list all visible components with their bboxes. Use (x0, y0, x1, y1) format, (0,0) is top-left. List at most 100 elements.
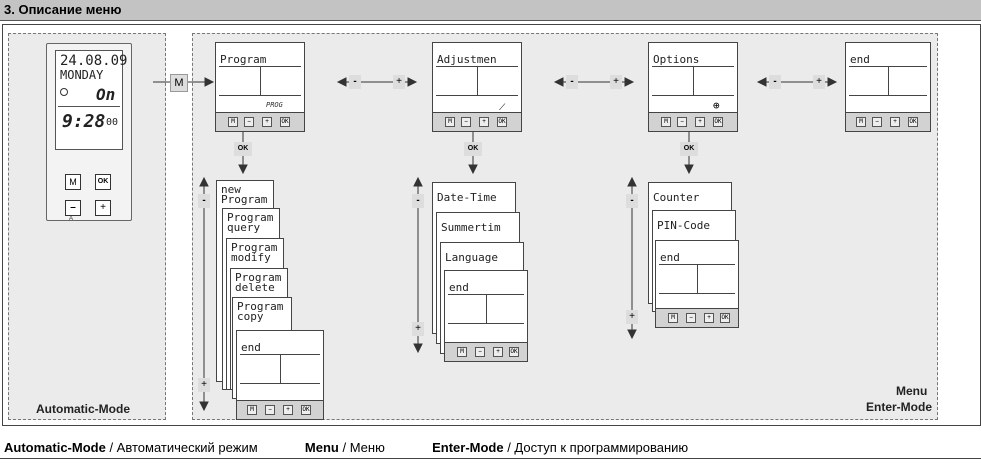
stack-item-label: Language (445, 251, 498, 264)
device-time: 9:28 (62, 111, 106, 132)
plus-side-3: + (626, 310, 638, 324)
m-key-chip: M (170, 74, 188, 92)
clock-icon (60, 88, 68, 96)
screen-rule (652, 95, 734, 96)
screen-end-title: end (850, 53, 870, 66)
legend-enter-text: / Доступ к программированию (503, 440, 689, 455)
screen-options: Options ⊕ M−+ OK (648, 42, 738, 132)
ok-key-chip-2: OK (464, 142, 482, 156)
softkey: M (661, 117, 671, 127)
stack-item-label: Program query (227, 211, 274, 234)
plus-side-2: + (412, 322, 424, 336)
program-stack-end: end M−+OK (236, 330, 324, 420)
screen-rule (436, 95, 518, 96)
softkey-bar: M−+ OK (433, 112, 521, 131)
stack-item-label: Program delete (235, 271, 282, 294)
section-title: 3. Описание меню (4, 2, 122, 17)
screen-program: Program PROG M−+OK (215, 42, 305, 132)
screen-rule (659, 293, 735, 294)
stack-item-label: Program copy (237, 300, 284, 323)
softkey: OK (720, 313, 730, 323)
softkey: M (856, 117, 866, 127)
plus-key-chip-3: + (813, 75, 825, 89)
softkey-bar: M−+OK (445, 342, 527, 361)
softkey: OK (497, 117, 507, 127)
device-plus-button[interactable]: + (95, 200, 111, 216)
screen-rule (888, 66, 889, 95)
softkey: + (695, 117, 705, 127)
softkey: OK (713, 117, 723, 127)
minus-side-2: - (412, 194, 424, 208)
screen-program-sub: PROG (266, 101, 283, 109)
softkey: − (686, 313, 696, 323)
screen-rule (477, 66, 478, 95)
stack-item-label: Counter (653, 191, 700, 204)
device-ok-button[interactable]: OK (95, 174, 111, 190)
softkey: − (677, 117, 687, 127)
softkey: + (493, 347, 503, 357)
stack-item-label: new Program (221, 183, 268, 206)
screen-end: end M−+OK (845, 42, 931, 132)
options-icon: ⊕ (713, 99, 720, 112)
softkey: + (890, 117, 900, 127)
softkey: M (247, 405, 257, 415)
softkey: + (262, 117, 272, 127)
screen-options-title: Options (653, 53, 700, 66)
softkey: M (457, 347, 467, 357)
device-m-button[interactable]: M (65, 174, 81, 190)
softkey: M (668, 313, 678, 323)
wrench-icon: ⟋ (499, 103, 506, 113)
softkey: − (265, 405, 275, 415)
bottom-rule (0, 458, 981, 459)
screen-adjustmen-title: Adjustmen (437, 53, 497, 66)
softkey: OK (301, 405, 311, 415)
plus-key-chip-1: + (393, 75, 405, 89)
section-header: 3. Описание меню (0, 0, 981, 21)
screen-rule (219, 95, 301, 96)
stack-item-label: PIN-Code (657, 219, 710, 232)
softkey-bar: M−+ OK (649, 112, 737, 131)
legend-footer: Automatic-Mode / Автоматический режим Me… (4, 440, 688, 455)
softkey: M (445, 117, 455, 127)
automatic-mode-label: Automatic-Mode (36, 402, 130, 416)
minus-key-chip-3: - (769, 75, 781, 89)
softkey: − (244, 117, 254, 127)
plus-side-1: + (198, 378, 210, 392)
legend-enter-term: Enter-Mode (432, 440, 504, 455)
softkey-bar: M−+ OK (237, 400, 323, 419)
softkey-bar: M−+ OK (656, 308, 738, 327)
device-seconds: 00 (106, 117, 119, 128)
device-state: On (96, 85, 116, 104)
device-date: 24.08.09 (60, 53, 128, 69)
legend-automatic-text: / Автоматический режим (105, 440, 258, 455)
screen-adjustmen: Adjustmen ⟋ M−+ OK (432, 42, 522, 132)
softkey-bar: M−+OK (846, 112, 930, 131)
screen-rule (849, 95, 927, 96)
softkey: OK (280, 117, 290, 127)
plus-key-chip-2: + (610, 75, 622, 89)
softkey: + (704, 313, 714, 323)
screen-rule (260, 66, 261, 95)
softkey: − (872, 117, 882, 127)
screen-rule (697, 264, 698, 293)
ok-key-chip-3: OK (680, 142, 698, 156)
softkey: + (283, 405, 293, 415)
stack-item-label: Program modify (231, 241, 278, 264)
legend-menu-text: / Меню (338, 440, 385, 455)
softkey: M (228, 117, 238, 127)
device-display: 24.08.09 MONDAY On 9:28 00 (55, 50, 127, 150)
legend-automatic-term: Automatic-Mode (4, 440, 106, 455)
softkey: + (479, 117, 489, 127)
device-minus-button[interactable]: – (65, 200, 81, 216)
screen-rule (240, 383, 320, 384)
timer-device: 24.08.09 MONDAY On 9:28 00 M OK – + A (46, 43, 132, 222)
softkey: − (461, 117, 471, 127)
device-a-label: A (69, 216, 74, 222)
enter-mode-label: Enter-Mode (866, 400, 932, 414)
adjust-stack-end: end M−+OK (444, 270, 528, 362)
screen-rule (448, 323, 524, 324)
minus-key-chip-2: - (566, 75, 578, 89)
ok-key-chip-1: OK (234, 142, 252, 156)
screen-rule (280, 354, 281, 383)
